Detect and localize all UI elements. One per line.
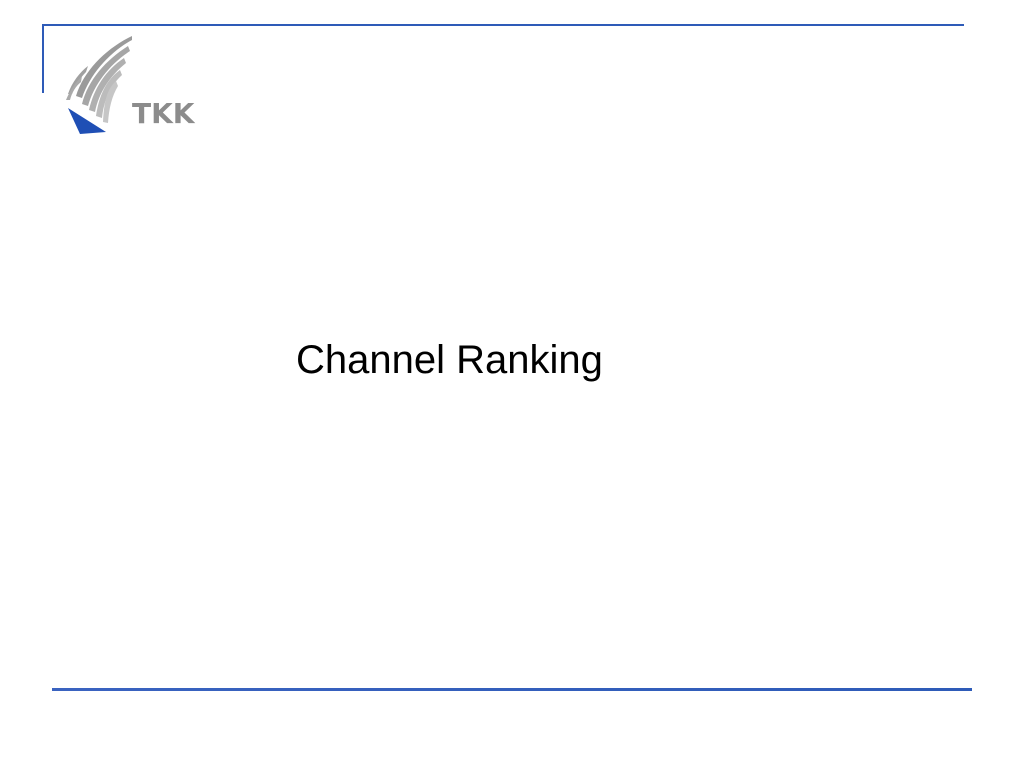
left-rule-line: [42, 24, 44, 93]
slide-title: Channel Ranking: [296, 338, 603, 382]
tkk-logo: TKK: [62, 34, 202, 138]
bottom-rule-line: [52, 688, 972, 691]
top-rule-line: [42, 24, 964, 26]
logo-text: TKK: [132, 97, 195, 130]
tkk-wing-logo-icon: [66, 36, 132, 134]
